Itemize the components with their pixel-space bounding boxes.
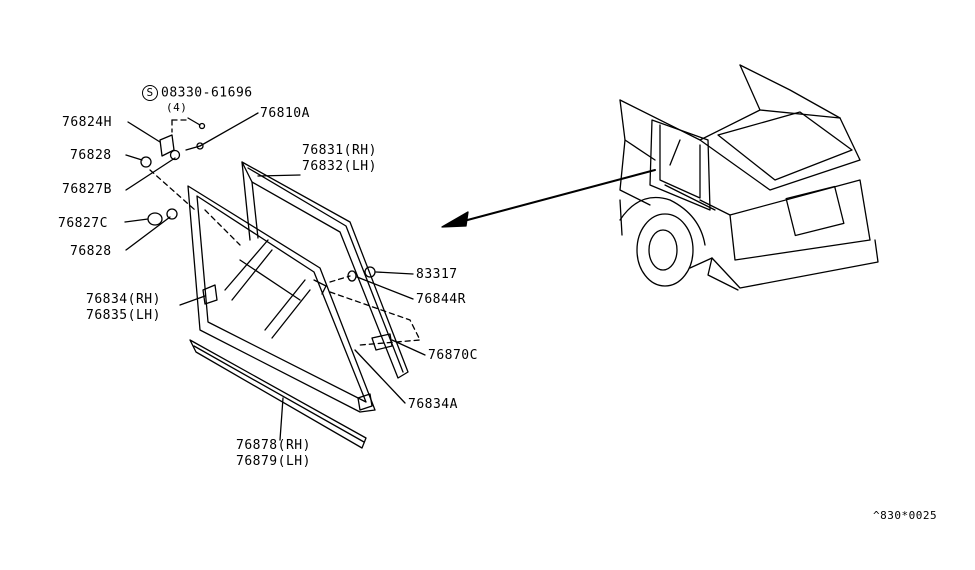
vehicle-rear-view — [619, 64, 879, 291]
location-arrow — [441, 169, 656, 228]
callout-76835: 76835(LH) — [86, 308, 161, 323]
callout-83317: 83317 — [416, 267, 458, 282]
callout-screw-qty: (4) — [166, 101, 188, 114]
callout-76870c: 76870C — [428, 348, 478, 363]
callout-76827c: 76827C — [58, 216, 108, 231]
lower-moulding — [189, 339, 367, 449]
callout-76828-bottom: 76828 — [70, 244, 112, 259]
reference-code: ^830*0025 — [873, 509, 938, 522]
s-symbol-icon: S — [142, 85, 158, 101]
callout-76832: 76832(LH) — [302, 159, 377, 174]
callout-76824h: 76824H — [62, 115, 112, 130]
callout-76827b: 76827B — [62, 182, 112, 197]
callout-screw-part: 08330-61696 — [161, 85, 253, 101]
weatherstrip-seal — [241, 161, 409, 379]
callout-76831: 76831(RH) — [302, 143, 377, 158]
callout-76878: 76878(RH) — [236, 438, 311, 453]
window-frame-assembly — [187, 185, 376, 413]
callout-76834: 76834(RH) — [86, 292, 161, 307]
leader-lines — [124, 112, 426, 441]
callout-76810a: 76810A — [260, 106, 310, 121]
callout-76844r: 76844R — [416, 292, 466, 307]
small-parts — [140, 117, 421, 351]
callout-76834a: 76834A — [408, 397, 458, 412]
callout-76828-top: 76828 — [70, 148, 112, 163]
callout-76879: 76879(LH) — [236, 454, 311, 469]
